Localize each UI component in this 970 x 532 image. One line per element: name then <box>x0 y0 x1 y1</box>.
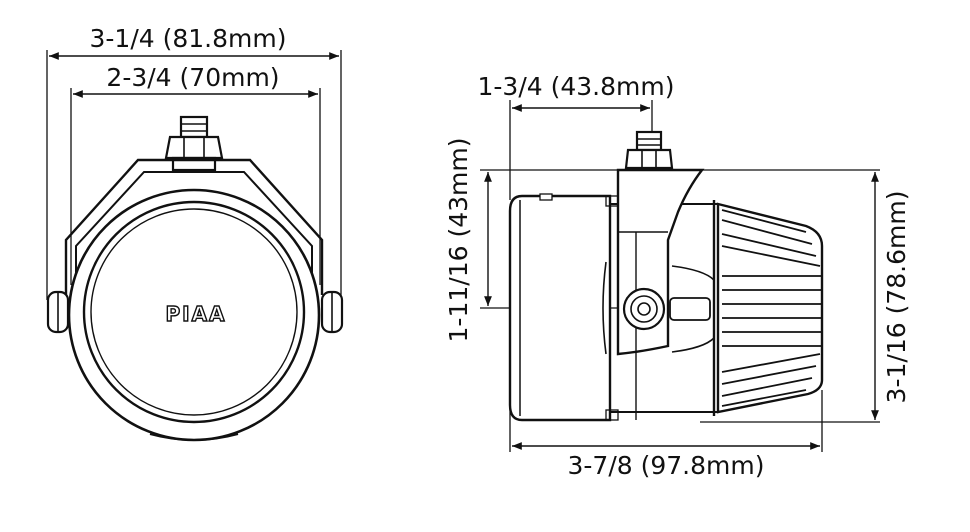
lamp-lens <box>82 200 306 424</box>
side-pivot-bolt <box>622 287 666 331</box>
pivot-knob-left <box>46 290 70 334</box>
side-lamp-body <box>508 193 718 422</box>
side-mount-bolt <box>624 130 674 170</box>
dim-mount-height-label: 1-11/16 (43mm) <box>444 138 473 343</box>
side-cooling-fins <box>721 209 822 407</box>
dim-lens-width-label: 2-3/4 (70mm) <box>106 63 279 92</box>
mount-bracket <box>64 158 324 295</box>
side-dim-lines <box>484 104 879 450</box>
side-view <box>480 100 880 452</box>
dim-overall-height-label: 3-1/16 (78.6mm) <box>882 191 911 404</box>
pivot-knob-right <box>320 290 344 334</box>
front-dim-lines <box>49 52 339 98</box>
mount-bolt <box>164 115 224 172</box>
dim-overall-depth-label: 3-7/8 (97.8mm) <box>568 451 765 480</box>
dim-overall-width-label: 3-1/4 (81.8mm) <box>90 24 287 53</box>
logo-piaa: PIAA <box>165 302 226 326</box>
dim-bracket-offset-label: 1-3/4 (43.8mm) <box>478 72 675 101</box>
front-view <box>46 50 344 442</box>
side-rear-housing <box>669 200 824 416</box>
